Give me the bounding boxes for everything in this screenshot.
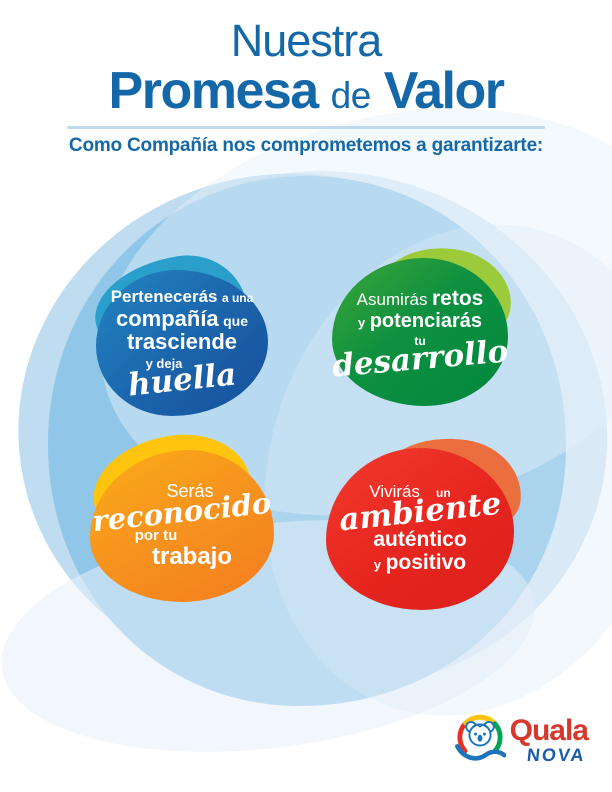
promise-line: y potenciarás <box>358 309 482 332</box>
promise-line: por tu <box>134 526 178 544</box>
promise-line-script: desarrollo <box>330 332 510 385</box>
promise-line: auténtico <box>373 528 467 552</box>
promise-line: Asumirás retos <box>356 287 484 310</box>
promise-line: trabajo <box>151 543 232 571</box>
title-word-promesa: Promesa <box>108 62 320 120</box>
promise-line: y positivo <box>373 550 467 574</box>
promise-line: compañía que <box>115 305 249 331</box>
promise-line: y deja <box>145 356 183 372</box>
page-title-line1: Nuestra <box>230 15 383 66</box>
logo-sub-nova: NOVA <box>526 745 588 765</box>
title-divider <box>67 126 545 129</box>
promise-line-script: reconocido <box>90 486 273 539</box>
page-title-line2: Promesa de Valor <box>0 65 612 117</box>
quala-nova-logo: Quala NOVA <box>454 712 589 766</box>
promise-card-desarrollo: Asumirás retos y potenciarás tu desarrol… <box>330 236 519 406</box>
header: Nuestra Promesa de Valor Como Compañía n… <box>0 0 612 157</box>
page-subtitle: Como Compañía nos comprometemos a garant… <box>68 135 544 156</box>
promise-card-reconocimiento: Serás reconocido por tu trabajo <box>86 426 274 602</box>
promise-line-script: ambiente <box>337 485 503 539</box>
promise-line: Serás <box>166 481 214 502</box>
blob-blue: Pertenecerás a una compañía que trascien… <box>96 270 268 416</box>
title-word-valor: Valor <box>383 62 505 120</box>
logo-brand-quala: Quala <box>509 714 589 747</box>
promise-line: tu <box>414 334 426 349</box>
blob-green: Asumirás retos y potenciarás tu desarrol… <box>330 258 510 406</box>
promise-line: Pertenecerás a una <box>110 287 254 307</box>
koala-ring-icon <box>454 714 506 761</box>
promise-card-pertenencia: Pertenecerás a una compañía que trascien… <box>87 246 268 416</box>
blob-orange: Serás reconocido por tu trabajo <box>90 450 274 602</box>
promise-line-script: huella <box>126 356 238 404</box>
logo-text: Quala NOVA <box>509 712 589 766</box>
promise-line: trasciende <box>126 329 238 355</box>
title-word-de: de <box>330 75 372 116</box>
